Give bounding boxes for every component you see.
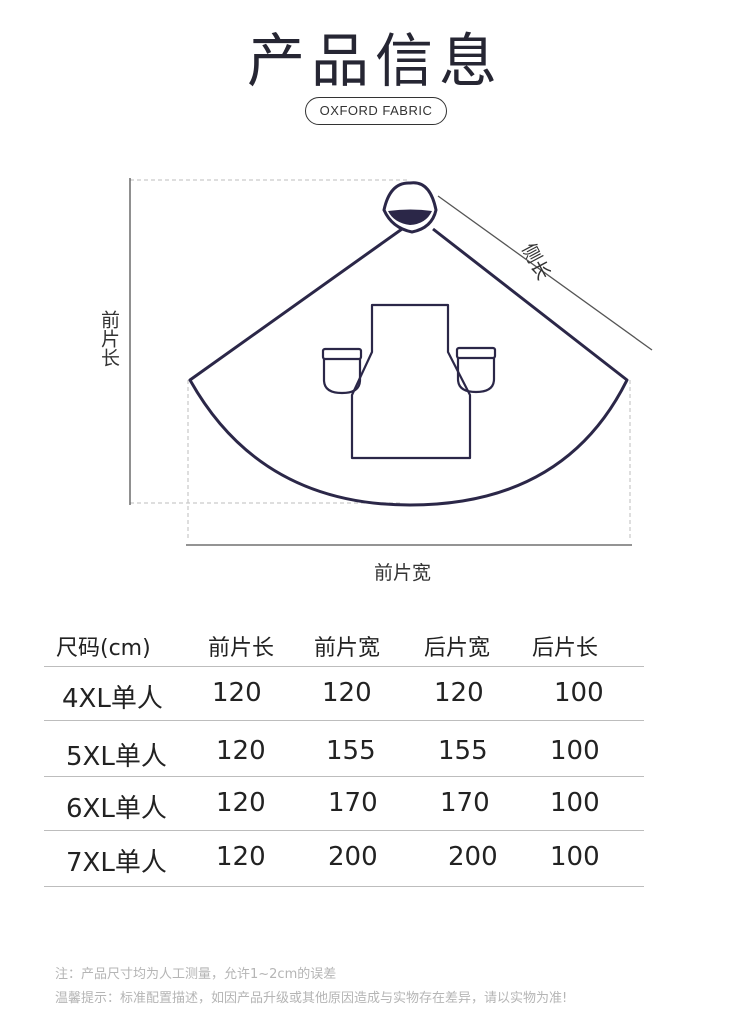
value-cell: 100 xyxy=(550,736,600,766)
size-cell: 5XL单人 xyxy=(66,742,167,772)
value-cell: 120 xyxy=(212,678,262,708)
header-front-width: 前片宽 xyxy=(314,636,381,661)
value-cell: 155 xyxy=(438,736,488,766)
table-row: 7XL单人 120 200 200 100 xyxy=(44,830,644,887)
front-panel xyxy=(350,303,472,460)
value-cell: 100 xyxy=(550,842,600,872)
front-width-label: 前片宽 xyxy=(374,562,432,584)
value-cell: 120 xyxy=(434,678,484,708)
page-title: 产品信息 xyxy=(246,27,503,95)
value-cell: 120 xyxy=(216,788,266,818)
value-cell: 170 xyxy=(440,788,490,818)
header-size: 尺码(cm) xyxy=(56,636,151,661)
value-cell: 120 xyxy=(322,678,372,708)
dimension-lines xyxy=(129,178,653,546)
fabric-badge: OXFORD FABRIC xyxy=(305,97,447,125)
size-cell: 7XL单人 xyxy=(66,848,167,878)
value-cell: 120 xyxy=(216,842,266,872)
header-back-width: 后片宽 xyxy=(424,636,491,661)
header-front-length: 前片长 xyxy=(208,636,275,661)
value-cell: 100 xyxy=(550,788,600,818)
size-cell: 6XL单人 xyxy=(66,794,167,824)
value-cell: 200 xyxy=(328,842,378,872)
value-cell: 120 xyxy=(216,736,266,766)
value-cell: 100 xyxy=(554,678,604,708)
value-cell: 170 xyxy=(328,788,378,818)
front-length-label: 前片长 xyxy=(98,310,120,367)
size-cell: 4XL单人 xyxy=(62,684,163,714)
hood-shape xyxy=(382,181,438,234)
value-cell: 155 xyxy=(326,736,376,766)
table-row: 6XL单人 120 170 170 100 xyxy=(44,776,644,831)
poncho-outline xyxy=(188,227,629,507)
value-cell: 200 xyxy=(448,842,498,872)
table-header: 尺码(cm) 前片长 前片宽 后片宽 后片长 xyxy=(44,620,644,667)
table-row: 5XL单人 120 155 155 100 xyxy=(44,720,644,777)
right-pocket xyxy=(455,346,497,394)
measurement-note: 注：产品尺寸均为人工测量，允许1~2cm的误差 xyxy=(55,967,337,982)
header-back-length: 后片长 xyxy=(532,636,599,661)
reminder-note: 温馨提示：标准配置描述，如因产品升级或其他原因造成与实物存在差异，请以实物为准! xyxy=(55,991,568,1006)
left-pocket xyxy=(321,347,363,395)
table-row: 4XL单人 120 120 120 100 xyxy=(44,666,644,721)
raincoat-diagram xyxy=(129,178,653,546)
